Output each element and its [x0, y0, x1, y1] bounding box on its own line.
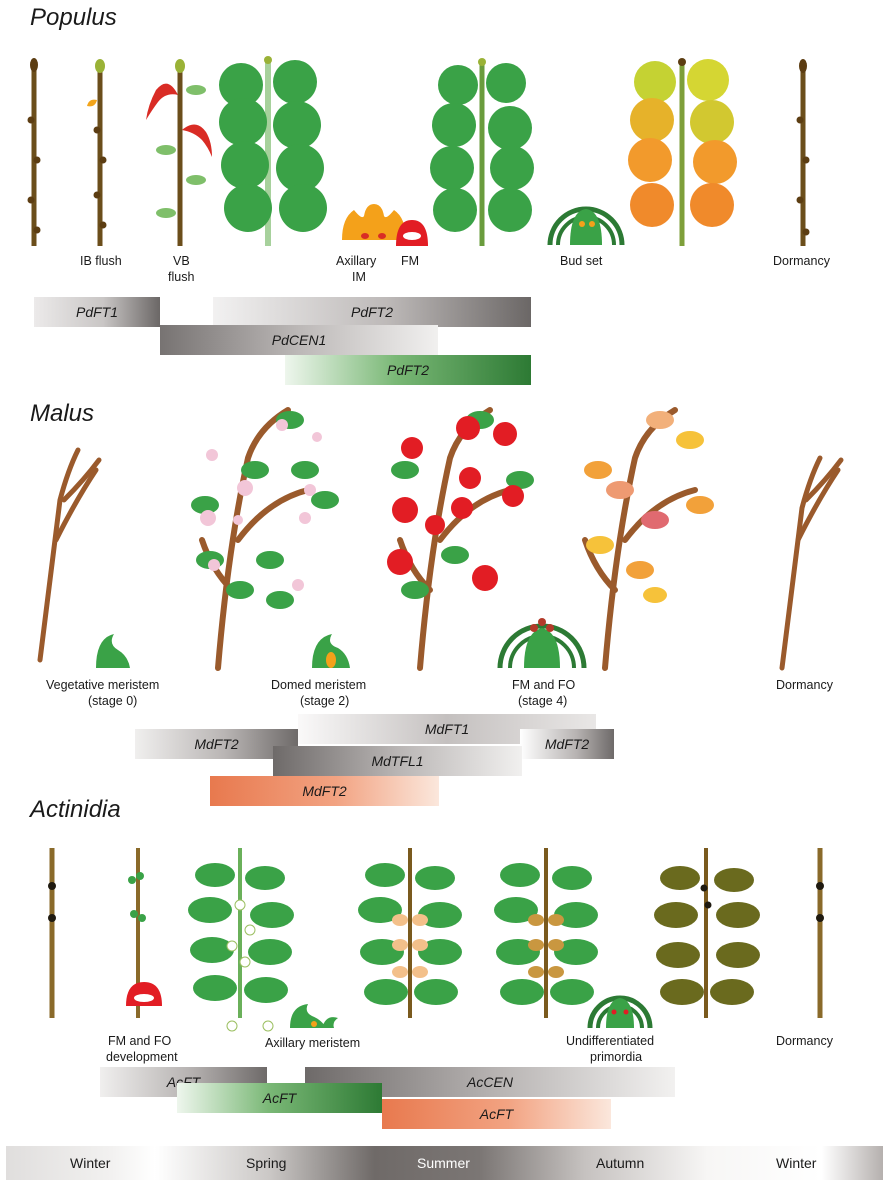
label-domed-meristem-line1: Domed meristem — [271, 678, 366, 693]
season-summer: Summer — [417, 1153, 470, 1173]
undifferentiated-primordia-icon — [590, 998, 650, 1028]
bar-pdft2-grey: PdFT2 — [213, 297, 531, 327]
label-dormancy-malus: Dormancy — [776, 678, 833, 693]
label-fm-and-fo-line1: FM and FO — [512, 678, 575, 693]
malus-dormant-branch-right — [782, 458, 841, 668]
section-title-populus: Populus — [30, 4, 117, 32]
actinidia-autumn-shoot — [654, 848, 760, 1018]
malus-dormant-branch-left — [40, 450, 99, 660]
fm-fo-development-icon — [126, 982, 162, 1006]
label-undifferentiated-line1: Undifferentiated — [566, 1034, 654, 1049]
actinidia-flowering-shoot — [188, 848, 294, 1031]
domed-meristem-icon — [312, 634, 350, 668]
label-axillary-meristem: Axillary meristem — [265, 1036, 360, 1051]
bar-mdtfl1: MdTFL1 — [273, 746, 522, 776]
bar-pdft2-green: PdFT2 — [285, 355, 531, 385]
bar-pdft1: PdFT1 — [34, 297, 160, 327]
label-fm-fo-development-line2: development — [106, 1050, 178, 1065]
label-vegetative-meristem-line2: (stage 0) — [88, 694, 137, 709]
bar-mdft2-right: MdFT2 — [520, 729, 614, 759]
label-dormancy-actinidia: Dormancy — [776, 1034, 833, 1049]
section-title-actinidia: Actinidia — [30, 796, 121, 824]
malus-flowering-branch — [191, 410, 339, 668]
label-bud-set: Bud set — [560, 254, 602, 269]
label-dormancy-populus: Dormancy — [773, 254, 830, 269]
actinidia-dormant-cane-left — [48, 848, 56, 1018]
populus-autumn-shoot — [628, 58, 737, 246]
label-ib-flush: IB flush — [80, 254, 122, 269]
label-vb-flush-line2: flush — [168, 270, 194, 285]
label-undifferentiated-line2: primordia — [590, 1050, 642, 1065]
label-axillary-im-line1: Axillary — [336, 254, 376, 269]
season-spring: Spring — [246, 1153, 286, 1173]
actinidia-fruiting-shoot-2 — [494, 848, 598, 1018]
section-title-malus: Malus — [30, 400, 94, 428]
season-winter-start: Winter — [70, 1153, 110, 1173]
axillary-im-icon — [342, 204, 406, 240]
populus-vb-flush-twig — [146, 59, 212, 246]
label-fm: FM — [401, 254, 419, 269]
label-axillary-im-line2: IM — [352, 270, 366, 285]
malus-autumn-branch — [584, 410, 714, 668]
bud-set-icon — [550, 209, 622, 245]
bar-acft-orange: AcFT — [382, 1099, 611, 1129]
populus-leafy-shoot-1 — [219, 56, 327, 246]
populus-dormant-twig-right — [797, 59, 810, 246]
season-winter-end: Winter — [776, 1153, 816, 1173]
label-domed-meristem-line2: (stage 2) — [300, 694, 349, 709]
populus-ib-flush-twig — [87, 59, 107, 246]
bar-pdcen1: PdCEN1 — [160, 325, 438, 355]
malus-fruiting-branch — [387, 410, 534, 668]
bar-mdft2-orange: MdFT2 — [210, 776, 439, 806]
bar-acft-green: AcFT — [177, 1083, 382, 1113]
actinidia-dormant-cane-right — [816, 848, 824, 1018]
axillary-meristem-icon — [290, 1004, 338, 1028]
actinidia-fruiting-shoot-1 — [358, 848, 462, 1018]
label-fm-fo-development-line1: FM and FO — [108, 1034, 171, 1049]
season-autumn: Autumn — [596, 1153, 644, 1173]
label-vegetative-meristem-line1: Vegetative meristem — [46, 678, 159, 693]
label-vb-flush-line1: VB — [173, 254, 190, 269]
fm-and-fo-icon — [500, 618, 584, 668]
vegetative-meristem-icon — [96, 634, 130, 668]
populus-leafy-shoot-2 — [430, 58, 534, 246]
label-fm-and-fo-line2: (stage 4) — [518, 694, 567, 709]
populus-dormant-twig-left — [28, 58, 41, 246]
